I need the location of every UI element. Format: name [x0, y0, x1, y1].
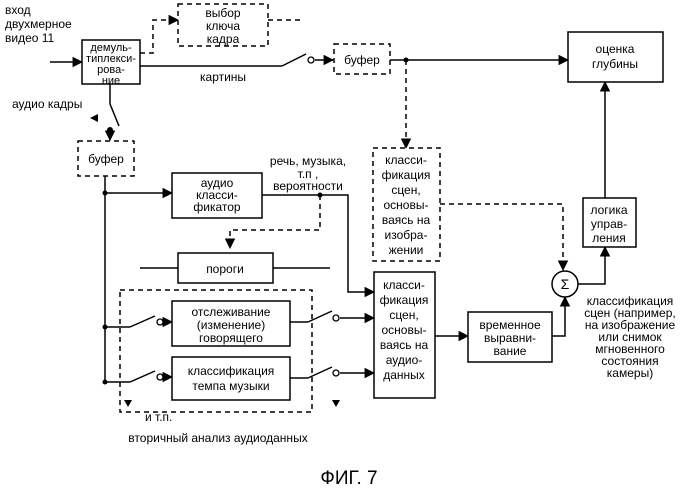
bus-junction-dot-2	[103, 325, 108, 330]
scene-class-note: классификация сцен (например, на изображ…	[584, 294, 675, 380]
thresholds-label: пороги	[206, 262, 244, 276]
svg-text:глубины: глубины	[592, 57, 638, 71]
svg-text:основы-: основы-	[384, 198, 429, 212]
svg-text:темпа музыки: темпа музыки	[192, 379, 269, 393]
music-tempo-label: классификация темпа музыки	[188, 364, 275, 393]
keyframe-label: выбор ключа кадра	[205, 6, 241, 46]
audio-switch-contact	[107, 127, 113, 133]
secondary-analysis-label: вторичный анализ аудиоданных	[128, 431, 307, 445]
svg-text:ние: ние	[102, 75, 120, 87]
control-logic-label: логика управ- ления	[590, 203, 627, 245]
picture-switch	[282, 54, 306, 66]
tracking-switch-in	[130, 316, 155, 327]
svg-text:классификация: классификация	[188, 364, 275, 378]
svg-text:класси-: класси-	[383, 278, 425, 292]
svg-text:аудио-: аудио-	[386, 353, 423, 367]
demux-to-keyframe-arrow	[140, 20, 178, 53]
picture-switch-contact	[308, 57, 314, 63]
svg-text:вероятности: вероятности	[273, 179, 343, 193]
depth-label: оценка глубины	[592, 42, 638, 71]
svg-text:основы-: основы-	[382, 323, 427, 337]
svg-text:управ-: управ-	[591, 217, 627, 231]
speaker-tracking-label: отслеживание (изменение) говорящего	[192, 305, 271, 345]
audio-scene-class-label: класси- фикация сцен, основы- ваясь на а…	[380, 278, 429, 382]
bus-junction-dot-1	[103, 191, 108, 196]
svg-text:жении: жении	[389, 243, 424, 257]
audio-switch	[110, 104, 119, 126]
music-switch-contact	[157, 374, 163, 380]
speech-label: речь, музыка, т.п , вероятности	[270, 154, 346, 193]
svg-text:выравни-: выравни-	[484, 331, 536, 345]
svg-text:вание: вание	[494, 344, 527, 358]
svg-text:фикатор: фикатор	[193, 200, 241, 214]
svg-text:выбор: выбор	[205, 6, 241, 20]
input-label: вход двухмерное видео 11	[5, 3, 72, 45]
svg-text:класси-: класси-	[385, 153, 427, 167]
svg-text:фикация: фикация	[380, 293, 429, 307]
svg-text:фикация: фикация	[382, 168, 431, 182]
tracking-switch-contact	[157, 319, 163, 325]
svg-text:сцен,: сцен,	[391, 183, 420, 197]
image-scene-class-label: класси- фикация сцен, основы- ваясь на и…	[382, 153, 431, 257]
svg-text:временное: временное	[479, 318, 541, 332]
svg-text:(изменение): (изменение)	[197, 318, 265, 332]
align-to-sigma	[552, 297, 565, 336]
tracking-out-switch-contact	[333, 315, 339, 321]
classifier-junction-dot	[318, 193, 323, 198]
svg-text:оценка: оценка	[596, 42, 635, 56]
image-scene-to-sigma	[440, 204, 563, 270]
music-out-switch-contact	[333, 370, 339, 376]
probabilities-to-audio-scene	[320, 195, 374, 292]
svg-text:кадра: кадра	[207, 32, 240, 46]
pictures-label: картины	[200, 70, 246, 84]
bus-junction-dot-3	[103, 380, 108, 385]
svg-text:отслеживание: отслеживание	[192, 305, 271, 319]
svg-text:камеры): камеры)	[607, 366, 653, 380]
sigma-to-control-logic	[578, 247, 605, 284]
buffer-top-label: буфер	[344, 53, 380, 67]
music-switch-triangle	[332, 400, 340, 407]
music-switch-in	[130, 371, 155, 382]
svg-text:изобра-: изобра-	[385, 228, 428, 242]
svg-text:ключа: ключа	[206, 19, 240, 33]
svg-text:ления: ления	[592, 231, 626, 245]
buffer-left-label: буфер	[88, 152, 124, 166]
svg-text:говорящего: говорящего	[199, 331, 263, 345]
etc-label: и т.п.	[145, 410, 172, 424]
audio-frames-label: аудио кадры	[12, 97, 82, 111]
buffer-junction-dot	[404, 58, 409, 63]
figure-caption: ФИГ. 7	[320, 468, 377, 489]
tracking-switch-triangle	[124, 400, 132, 407]
svg-text:вход: вход	[5, 3, 31, 17]
svg-text:данных: данных	[383, 368, 425, 382]
svg-text:речь, музыка,: речь, музыка,	[270, 154, 346, 168]
sigma-label: Σ	[561, 276, 570, 292]
svg-text:логика: логика	[590, 203, 627, 217]
audio-switch-triangle	[90, 114, 98, 122]
svg-text:видео 11: видео 11	[5, 31, 55, 45]
svg-text:ваясь на: ваясь на	[380, 338, 429, 352]
svg-text:двухмерное: двухмерное	[5, 17, 72, 31]
svg-text:сцен,: сцен,	[389, 308, 418, 322]
svg-text:ваясь на: ваясь на	[382, 213, 431, 227]
